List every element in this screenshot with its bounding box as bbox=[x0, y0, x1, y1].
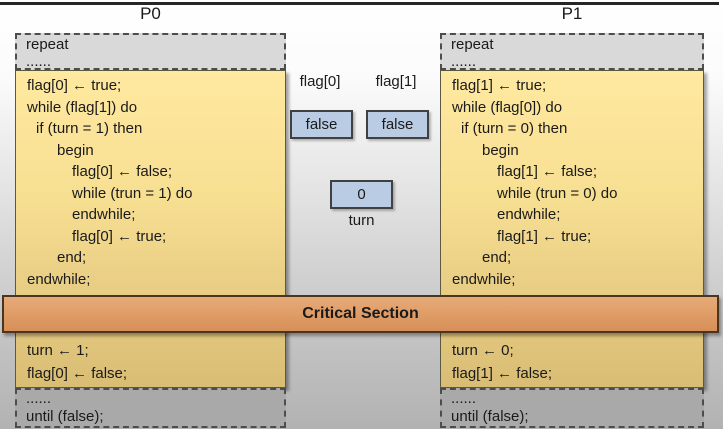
code-line: flag[1] ← false; bbox=[452, 365, 553, 382]
code-line: while (trun = 0) do bbox=[497, 184, 618, 202]
p0-until-dots: ...... bbox=[26, 390, 52, 407]
code-line: flag[1] ← true; bbox=[452, 77, 547, 94]
process-p0-panel: P0 repeat ...... flag[0] ← true; while (… bbox=[15, 0, 286, 429]
p0-until-box: ...... until (false); bbox=[15, 388, 286, 428]
p1-code-lines: flag[1] ← true; while (flag[0]) do if (t… bbox=[441, 71, 703, 290]
critical-section-label: Critical Section bbox=[302, 305, 419, 322]
p1-repeat-dots: ...... bbox=[451, 53, 477, 70]
p1-repeat-line: repeat bbox=[451, 36, 494, 53]
critical-section-bar: Critical Section bbox=[2, 295, 719, 333]
p1-until-line: until (false); bbox=[451, 408, 529, 425]
code-line: flag[0] ← true; bbox=[72, 227, 167, 245]
shared-variables-column: flag[0] flag[1] false false 0 turn bbox=[286, 0, 440, 429]
top-divider-line bbox=[0, 2, 719, 5]
p1-repeat-box: repeat ...... bbox=[440, 33, 704, 70]
code-line: while (flag[1]) do bbox=[27, 98, 138, 116]
p0-title: P0 bbox=[140, 4, 161, 23]
flag0-label: flag[0] bbox=[299, 73, 341, 90]
code-line: endwhile; bbox=[452, 270, 516, 288]
p0-repeat-box: repeat ...... bbox=[15, 33, 286, 70]
p0-repeat-line: repeat bbox=[26, 36, 69, 53]
p1-until-dots: ...... bbox=[451, 390, 477, 407]
p0-code-box: flag[0] ← true; while (flag[1]) do if (t… bbox=[15, 70, 286, 388]
code-line: flag[0] ← true; bbox=[27, 77, 122, 94]
code-line: flag[1] ← true; bbox=[497, 227, 592, 245]
p1-exit-lines: turn ← 0; flag[1] ← false; bbox=[441, 339, 703, 385]
p0-code-lines: flag[0] ← true; while (flag[1]) do if (t… bbox=[16, 71, 285, 290]
code-line: turn ← 1; bbox=[27, 342, 89, 359]
flag1-label: flag[1] bbox=[375, 73, 417, 90]
code-line: turn ← 0; bbox=[452, 342, 514, 359]
code-line: end; bbox=[57, 249, 87, 266]
code-line: begin bbox=[57, 141, 94, 159]
code-line: flag[0] ← false; bbox=[72, 163, 173, 180]
code-line: while (flag[0]) do bbox=[452, 98, 563, 116]
code-line: endwhile; bbox=[497, 206, 561, 223]
turn-value-box: 0 bbox=[330, 180, 393, 209]
code-line: end; bbox=[482, 249, 512, 266]
code-line: while (trun = 1) do bbox=[72, 184, 193, 202]
p1-code-box: flag[1] ← true; while (flag[0]) do if (t… bbox=[440, 70, 704, 388]
code-line: begin bbox=[482, 141, 519, 159]
p1-title: P1 bbox=[561, 4, 583, 23]
p1-until-box: ...... until (false); bbox=[440, 388, 704, 428]
p0-repeat-dots: ...... bbox=[26, 53, 52, 70]
code-line: if (turn = 1) then bbox=[36, 120, 143, 137]
process-p1-panel: P1 repeat ...... flag[1] ← true; while (… bbox=[440, 0, 704, 429]
turn-label: turn bbox=[348, 212, 375, 229]
code-line: flag[1] ← false; bbox=[497, 163, 598, 180]
code-line: if (turn = 0) then bbox=[461, 120, 568, 137]
code-line: endwhile; bbox=[72, 206, 136, 223]
flag1-value-box: false bbox=[366, 110, 429, 139]
code-line: endwhile; bbox=[27, 270, 91, 288]
p0-until-line: until (false); bbox=[26, 408, 104, 425]
flag0-value-box: false bbox=[290, 110, 353, 139]
p0-exit-lines: turn ← 1; flag[0] ← false; bbox=[16, 339, 285, 385]
code-line: flag[0] ← false; bbox=[27, 365, 128, 382]
